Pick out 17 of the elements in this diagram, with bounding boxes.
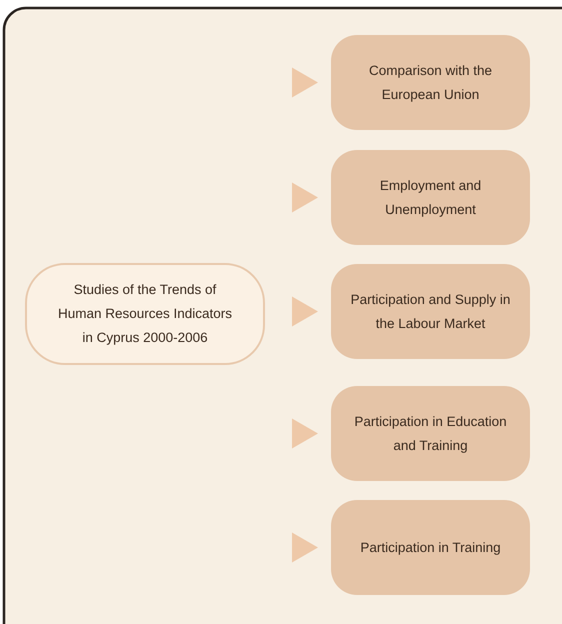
category-box	[331, 500, 530, 595]
arrow	[292, 532, 318, 562]
category-box	[331, 35, 530, 130]
arrow	[292, 68, 318, 98]
box-label: Studies of the Trends of Human Resources Indicators in Cyprus 2000-2006	[56, 281, 234, 347]
arrow	[292, 182, 318, 212]
box-label: Participation in Education and Training	[353, 412, 508, 455]
category-box	[331, 264, 530, 359]
category-box	[331, 386, 530, 481]
category-box	[331, 150, 530, 245]
box-label: Comparison with the European Union	[368, 62, 494, 104]
box-label: Employment and Unemployment	[378, 176, 482, 219]
arrow	[292, 296, 318, 326]
box-label: Participation and Supply in the Labour Market	[350, 290, 512, 332]
topic-box	[25, 263, 265, 365]
arrow	[292, 418, 318, 448]
box-label: Participation in Training	[360, 538, 501, 557]
